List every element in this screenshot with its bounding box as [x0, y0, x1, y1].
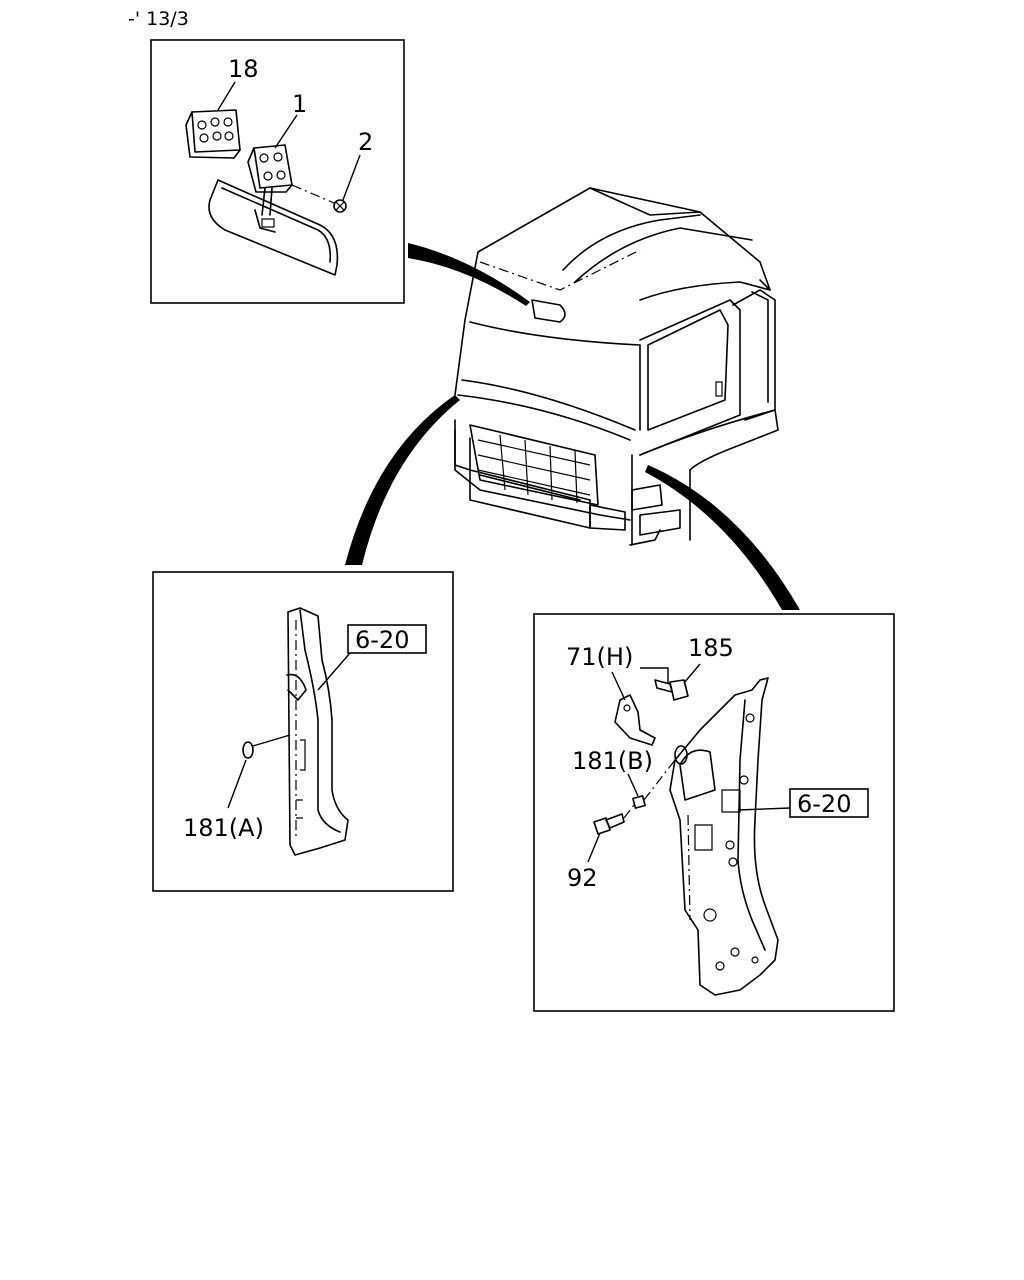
callout-18: 18 — [228, 55, 259, 83]
callout-181b: 181(B) — [572, 747, 653, 775]
leader-181a — [227, 759, 247, 809]
page-reference: -' 13/3 — [128, 8, 189, 30]
mirror-detail-box: 18 1 2 — [150, 39, 405, 304]
leader-18 — [217, 81, 236, 111]
leader-71h — [611, 671, 626, 701]
ref-label-right: 6-20 — [797, 790, 851, 818]
ref-box-right — [789, 788, 869, 818]
leader-92 — [587, 832, 601, 863]
left-pillar-detail-box: 6-20 181(A) — [152, 571, 454, 892]
rearview-mirror-shape — [208, 179, 339, 276]
part-181b-pad-shape — [632, 795, 646, 809]
left-pillar-shape — [286, 607, 349, 856]
leader-1 — [274, 114, 298, 149]
leader-ref-right — [737, 807, 791, 811]
leader-181a-link — [252, 734, 291, 747]
leader-71h-185-link — [640, 667, 669, 684]
right-pillar-shape — [669, 677, 779, 996]
part-92-bolt-shape — [593, 813, 625, 835]
ref-label-left: 6-20 — [355, 626, 409, 654]
leader-ref-left — [317, 652, 351, 691]
part-185-bolt-shape — [654, 679, 689, 701]
callout-2: 2 — [358, 128, 373, 156]
callout-181a: 181(A) — [183, 814, 264, 842]
part-18-pad-shape — [185, 109, 241, 159]
leader-2 — [342, 154, 361, 201]
callout-185: 185 — [688, 634, 734, 662]
right-pillar-detail-box: 6-20 71(H) 185 181(B) 92 — [533, 613, 895, 1012]
part-181a-plug-shape — [242, 741, 254, 759]
ref-box-left — [347, 624, 427, 654]
truck-cab-illustration — [454, 187, 779, 546]
leader-181b — [627, 773, 639, 797]
part-71h-bracket-shape — [614, 694, 656, 746]
callout-92: 92 — [567, 864, 598, 892]
callout-71h: 71(H) — [566, 643, 633, 671]
part-2-screw-shape — [333, 199, 347, 213]
leader-185 — [683, 663, 701, 684]
leader-swooshes — [345, 243, 800, 610]
callout-1: 1 — [292, 90, 307, 118]
